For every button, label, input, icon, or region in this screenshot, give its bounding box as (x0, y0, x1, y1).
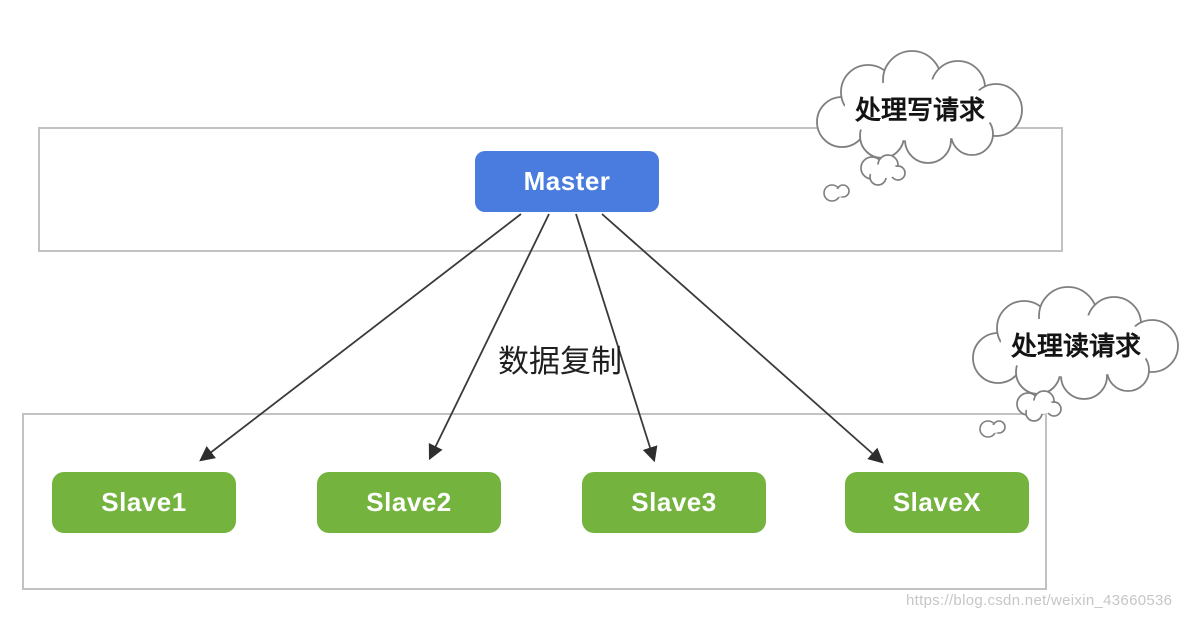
master-group-rect (38, 127, 1063, 252)
master-node: Master (475, 151, 659, 212)
read-requests-thought-cloud: 处理读请求 (956, 286, 1196, 451)
slave3-node-label: Slave3 (631, 487, 717, 517)
cloud-shape-icon (816, 50, 1023, 202)
slavex-node: SlaveX (845, 472, 1029, 533)
master-node-label: Master (523, 166, 611, 196)
slavex-node-label: SlaveX (892, 487, 982, 517)
slave1-node-label: Slave1 (101, 487, 187, 517)
replication-label: 数据复制 (498, 343, 622, 379)
slave1-node: Slave1 (52, 472, 236, 533)
write-requests-label: 处理写请求 (854, 94, 985, 125)
slave2-node: Slave2 (317, 472, 501, 533)
read-requests-label: 处理读请求 (1010, 330, 1141, 361)
cloud-shape-icon (972, 286, 1179, 438)
write-requests-thought-cloud: 处理写请求 (800, 50, 1040, 215)
slave3-node: Slave3 (582, 472, 766, 533)
watermark-text: https://blog.csdn.net/weixin_43660536 (906, 592, 1173, 609)
slave2-node-label: Slave2 (366, 487, 452, 517)
